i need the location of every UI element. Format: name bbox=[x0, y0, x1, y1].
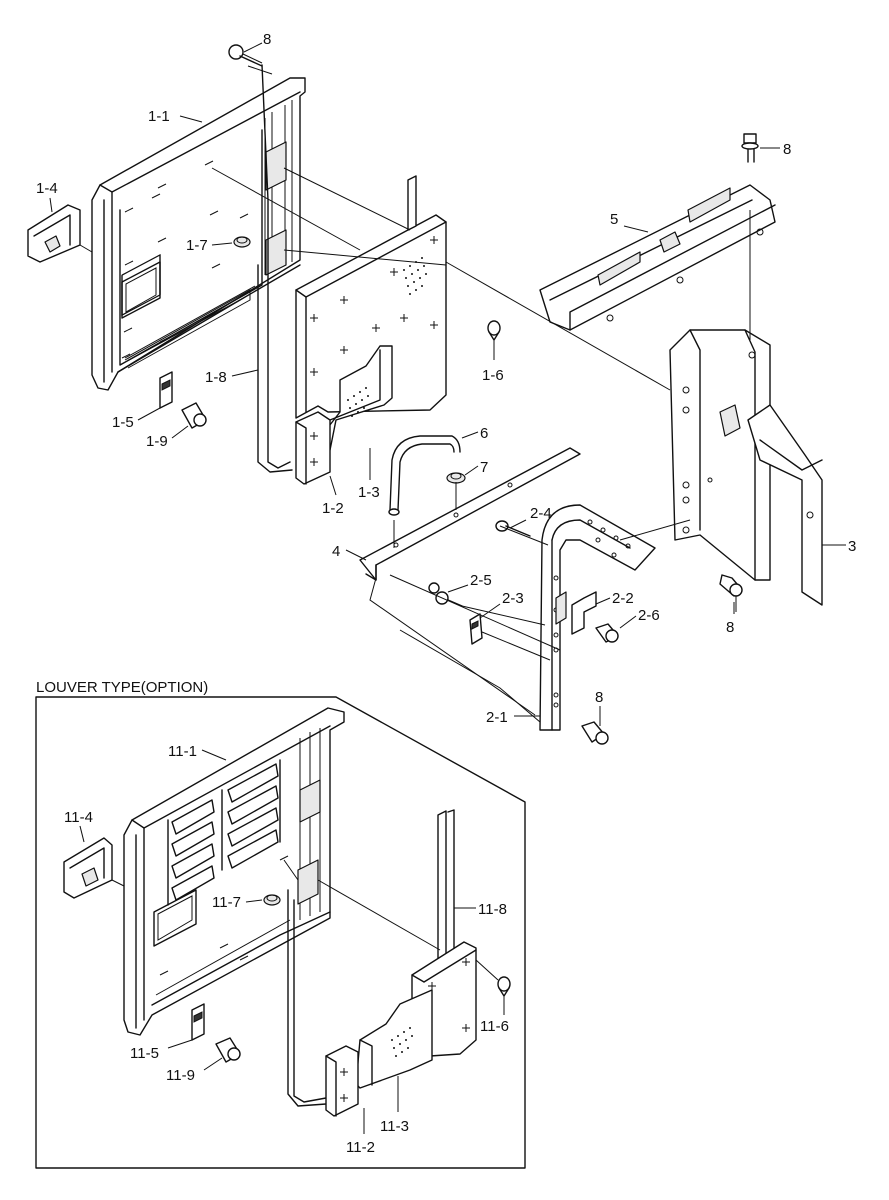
catch-1-5 bbox=[159, 371, 173, 409]
bar-4 bbox=[359, 447, 581, 581]
knob-11-6 bbox=[497, 976, 511, 997]
screw-8-right bbox=[741, 133, 759, 163]
screw-11-9 bbox=[215, 1037, 241, 1063]
callout-1-4: 1-4 bbox=[36, 180, 58, 197]
door-panel-1-1 bbox=[91, 77, 306, 391]
screw-8-lower bbox=[581, 721, 609, 745]
panel-1-2 bbox=[295, 411, 331, 485]
bracket-3 bbox=[669, 329, 823, 606]
clip-2-2 bbox=[571, 591, 597, 635]
callout-8-bracket: 8 bbox=[726, 619, 734, 636]
callout-2-1: 2-1 bbox=[486, 709, 508, 726]
panel-11-3 bbox=[355, 989, 433, 1089]
bracket-5 bbox=[539, 184, 776, 331]
callout-8-top: 8 bbox=[263, 31, 271, 48]
grommet-11-7 bbox=[263, 894, 281, 906]
callouts-louver: 11-1 11-4 11-7 11-8 11-6 11-5 11-9 11-3 … bbox=[64, 743, 509, 1156]
bracket-2-1 bbox=[539, 504, 656, 731]
callout-11-6: 11-6 bbox=[480, 1018, 509, 1035]
rod-11-8 bbox=[287, 809, 455, 1107]
callout-1-5: 1-5 bbox=[112, 414, 134, 431]
callout-7: 7 bbox=[480, 459, 488, 476]
callout-1-3: 1-3 bbox=[358, 484, 380, 501]
callout-5: 5 bbox=[610, 211, 618, 228]
rod-1-8 bbox=[247, 64, 293, 473]
grommet-1-7 bbox=[233, 236, 251, 248]
callouts-upper: 8 1-1 1-4 1-7 1-8 1-5 1-9 1-6 1-3 1-2 5 … bbox=[36, 31, 856, 726]
screw-2-4 bbox=[495, 520, 531, 537]
callout-11-9: 11-9 bbox=[166, 1067, 195, 1084]
handle-6 bbox=[388, 435, 461, 516]
callout-11-5: 11-5 bbox=[130, 1045, 159, 1062]
callout-6: 6 bbox=[480, 425, 488, 442]
callout-4: 4 bbox=[332, 543, 340, 560]
door-panel-11-1 bbox=[123, 707, 345, 1036]
clip-2-3 bbox=[469, 613, 483, 645]
callout-1-2: 1-2 bbox=[322, 500, 344, 517]
panel-back bbox=[295, 175, 447, 419]
callout-1-1: 1-1 bbox=[148, 108, 170, 125]
option-title: LOUVER TYPE(OPTION) bbox=[36, 679, 208, 696]
callout-11-4: 11-4 bbox=[64, 809, 93, 826]
callout-11-1: 11-1 bbox=[168, 743, 197, 760]
callout-11-2: 11-2 bbox=[346, 1139, 375, 1156]
assembly-lines-upper bbox=[211, 167, 751, 723]
callout-1-9: 1-9 bbox=[146, 433, 168, 450]
callout-1-7: 1-7 bbox=[186, 237, 208, 254]
latch-11-4 bbox=[63, 837, 113, 899]
screw-8-top bbox=[228, 44, 263, 67]
option-frame bbox=[35, 696, 526, 1169]
callout-1-8: 1-8 bbox=[205, 369, 227, 386]
catch-11-5 bbox=[191, 1003, 205, 1041]
callout-1-6: 1-6 bbox=[482, 367, 504, 384]
callout-11-8: 11-8 bbox=[478, 901, 507, 918]
screw-1-9 bbox=[181, 402, 207, 429]
callout-11-7: 11-7 bbox=[212, 894, 241, 911]
callout-2-4: 2-4 bbox=[530, 505, 552, 522]
callout-8-right: 8 bbox=[783, 141, 791, 158]
screw-2-6 bbox=[595, 623, 619, 643]
knob-1-6 bbox=[487, 320, 501, 341]
assembly-lines-louver bbox=[283, 859, 499, 981]
callout-3: 3 bbox=[848, 538, 856, 555]
panel-11-2 bbox=[325, 1045, 359, 1117]
callout-2-5: 2-5 bbox=[470, 572, 492, 589]
callout-2-6: 2-6 bbox=[638, 607, 660, 624]
latch-1-4 bbox=[27, 204, 81, 263]
callout-2-2: 2-2 bbox=[612, 590, 634, 607]
screw-8-bracket bbox=[719, 574, 743, 597]
callout-11-3: 11-3 bbox=[380, 1118, 409, 1135]
washer-7 bbox=[446, 472, 466, 484]
callout-2-3: 2-3 bbox=[502, 590, 524, 607]
callout-8-lower: 8 bbox=[595, 689, 603, 706]
